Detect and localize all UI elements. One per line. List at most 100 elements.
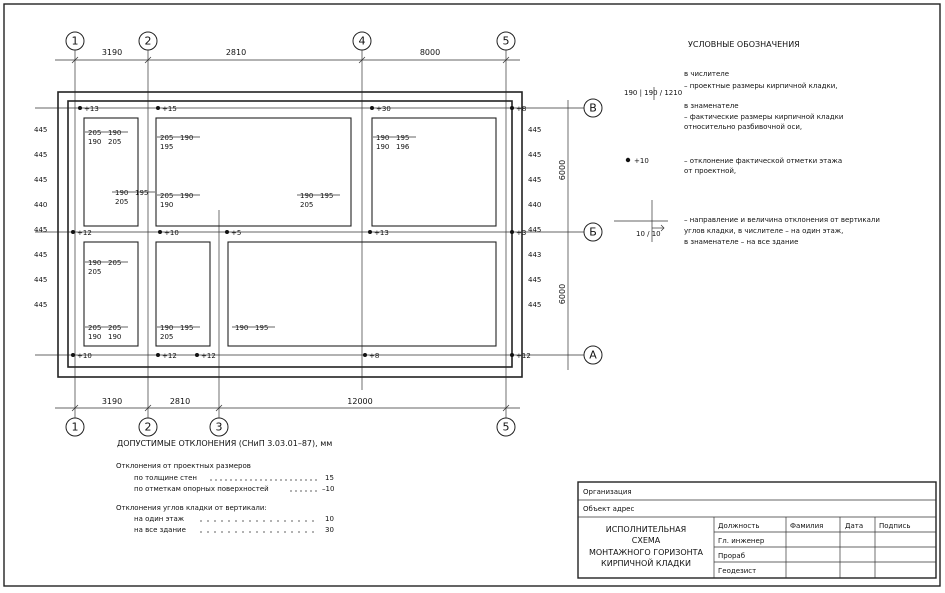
wall-reading: 205 [160,192,173,200]
axis-label-right: Б [589,226,597,239]
room-2 [155,117,352,227]
wall-reading: 205 [300,201,313,209]
dim-tick [144,404,152,412]
wall-reading: 205 [160,333,173,341]
dim-bottom: 3190 [102,397,122,406]
dim-top: 8000 [420,48,440,57]
wall-reading: 190 [180,192,193,200]
elevation-dot [195,353,199,357]
wall-reading: 205 [108,259,121,267]
wall-reading: 205 [108,138,121,146]
legend-item4-sample: 10 / 10 [636,230,661,238]
elevation-mark: +10 [164,229,179,237]
legend-item3-text-2: от проектной, [684,167,736,175]
dim-tick [71,404,79,412]
legend-item4-text-2: углов кладки, в числителе – на один этаж… [684,227,843,235]
room-6 [227,241,497,347]
tolerances-title: ДОПУСТИМЫЕ ОТКЛОНЕНИЯ (СНиП 3.03.01–87),… [117,439,332,448]
tb-header-date: Дата [845,522,863,530]
wall-reading: 190 [115,189,128,197]
dim-tick [502,404,510,412]
wall-reading: 445 [34,301,47,309]
title-block: Организация Объект адрес ИСПОЛНИТЕЛЬНАЯ … [577,481,937,579]
room-1 [83,117,139,227]
tb-header-position: Должность [718,522,759,530]
elevation-dot [225,230,229,234]
dim-tick [215,404,223,412]
wall-reading: 195 [255,324,268,332]
elevation-mark: +8 [369,352,379,360]
tb-title-2: СХЕМА [632,536,661,545]
legend-item4-text-3: в знаменателе – на все здание [684,238,798,246]
dim-tick [358,56,366,64]
legend-item2-head: в знаменателе [684,102,739,110]
elevation-mark: +5 [231,229,241,237]
dim-right: 6000 [558,160,567,180]
wall-reading: 190 [88,259,101,267]
axis-label-top: 2 [145,35,152,48]
elevation-mark: +12 [516,352,531,360]
elevation-mark: +12 [201,352,216,360]
elevation-mark: +15 [162,105,177,113]
axis-label-bottom: 5 [503,421,510,434]
tb-role-chief-engineer: Гл. инженер [718,537,765,545]
axis-label-top: 5 [503,35,510,48]
room-3 [371,117,497,227]
axis-bubble-bottom [138,417,158,437]
legend-item1-head: в числителе [684,70,729,78]
wall-reading: 190 [376,143,389,151]
wall-reading: 205 [160,134,173,142]
wall-reading: 205 [88,129,101,137]
legend-item4-text-1: – направление и величина отклонения от в… [684,216,880,224]
wall-reading: 190 [160,201,173,209]
axis-label-bottom: 1 [72,421,79,434]
outer-wall-outline [57,91,523,378]
axis-label-top: 4 [359,35,366,48]
axis-bubble-right [583,345,603,365]
tolerances-g1-row1-label: по толщине стен [134,474,197,482]
axis-bubble-right [583,222,603,242]
elevation-mark: +12 [162,352,177,360]
wall-reading: 445 [528,126,541,134]
wall-reading: 205 [115,198,128,206]
tolerances-g2-row2-label: на все здание [134,526,186,534]
sheet-frame [3,3,941,587]
wall-reading: 445 [34,126,47,134]
wall-reading: 205 [108,324,121,332]
elevation-dot [510,230,514,234]
room-5 [155,241,211,347]
axis-label-top: 1 [72,35,79,48]
tb-role-foreman: Прораб [718,552,745,560]
elevation-dot [510,353,514,357]
dim-bottom: 12000 [347,397,372,406]
elevation-dot [156,353,160,357]
wall-reading: 190 [160,324,173,332]
axis-bubble-top [65,31,85,51]
legend-title: УСЛОВНЫЕ ОБОЗНАЧЕНИЯ [688,40,800,49]
wall-reading: 190 [235,324,248,332]
tb-title-3: МОНТАЖНОГО ГОРИЗОНТА [589,548,704,557]
wall-reading: 205 [88,324,101,332]
wall-reading: 195 [180,324,193,332]
axis-bubble-top [138,31,158,51]
tb-title-4: КИРПИЧНОЙ КЛАДКИ [601,557,691,568]
dim-top: 3190 [102,48,122,57]
dim-bottom: 2810 [170,397,190,406]
wall-reading: 190 [300,192,313,200]
legend-item3-sample: +10 [634,157,649,165]
elevation-mark: +10 [77,352,92,360]
dim-tick [144,56,152,64]
elevation-dot [156,106,160,110]
tb-organization: Организация [583,488,632,496]
wall-reading: 445 [528,176,541,184]
dim-tick [502,56,510,64]
wall-reading: 445 [34,251,47,259]
wall-reading: 195 [396,134,409,142]
wall-reading: 440 [528,201,541,209]
elevation-mark: +3 [516,229,526,237]
elevation-dot [71,353,75,357]
wall-reading: 445 [528,226,541,234]
wall-reading: 445 [34,151,47,159]
dim-tick [71,56,79,64]
